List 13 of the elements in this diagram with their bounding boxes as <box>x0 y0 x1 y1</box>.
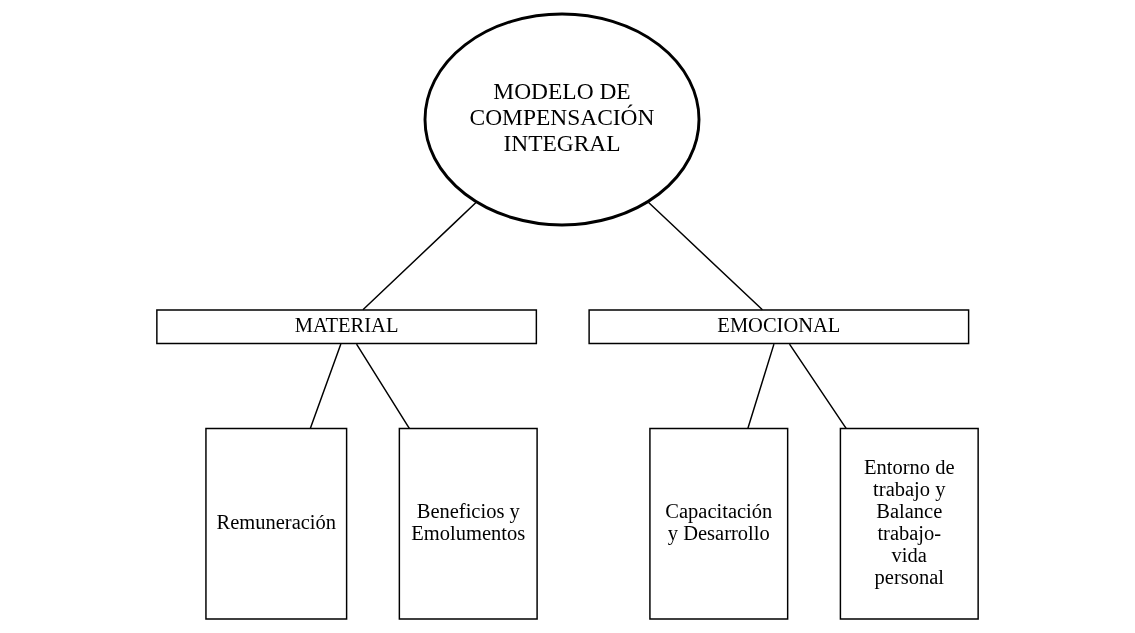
connector <box>362 201 477 311</box>
connector <box>309 343 342 430</box>
connector <box>355 343 411 430</box>
node-box: Beneficios y Emolumentos <box>398 427 538 620</box>
node-box: Entorno de trabajo y Balance trabajo- vida personal <box>839 427 979 620</box>
node-box: EMOCIONAL <box>588 309 970 345</box>
connector <box>788 343 847 430</box>
node-box: Capacitación y Desarrollo <box>649 427 789 620</box>
connector <box>747 343 775 430</box>
connector <box>647 201 764 311</box>
node-box: Remuneración <box>205 427 348 620</box>
node-ellipse: MODELO DE COMPENSACIÓN INTEGRAL <box>423 12 701 227</box>
node-box: MATERIAL <box>156 309 538 345</box>
